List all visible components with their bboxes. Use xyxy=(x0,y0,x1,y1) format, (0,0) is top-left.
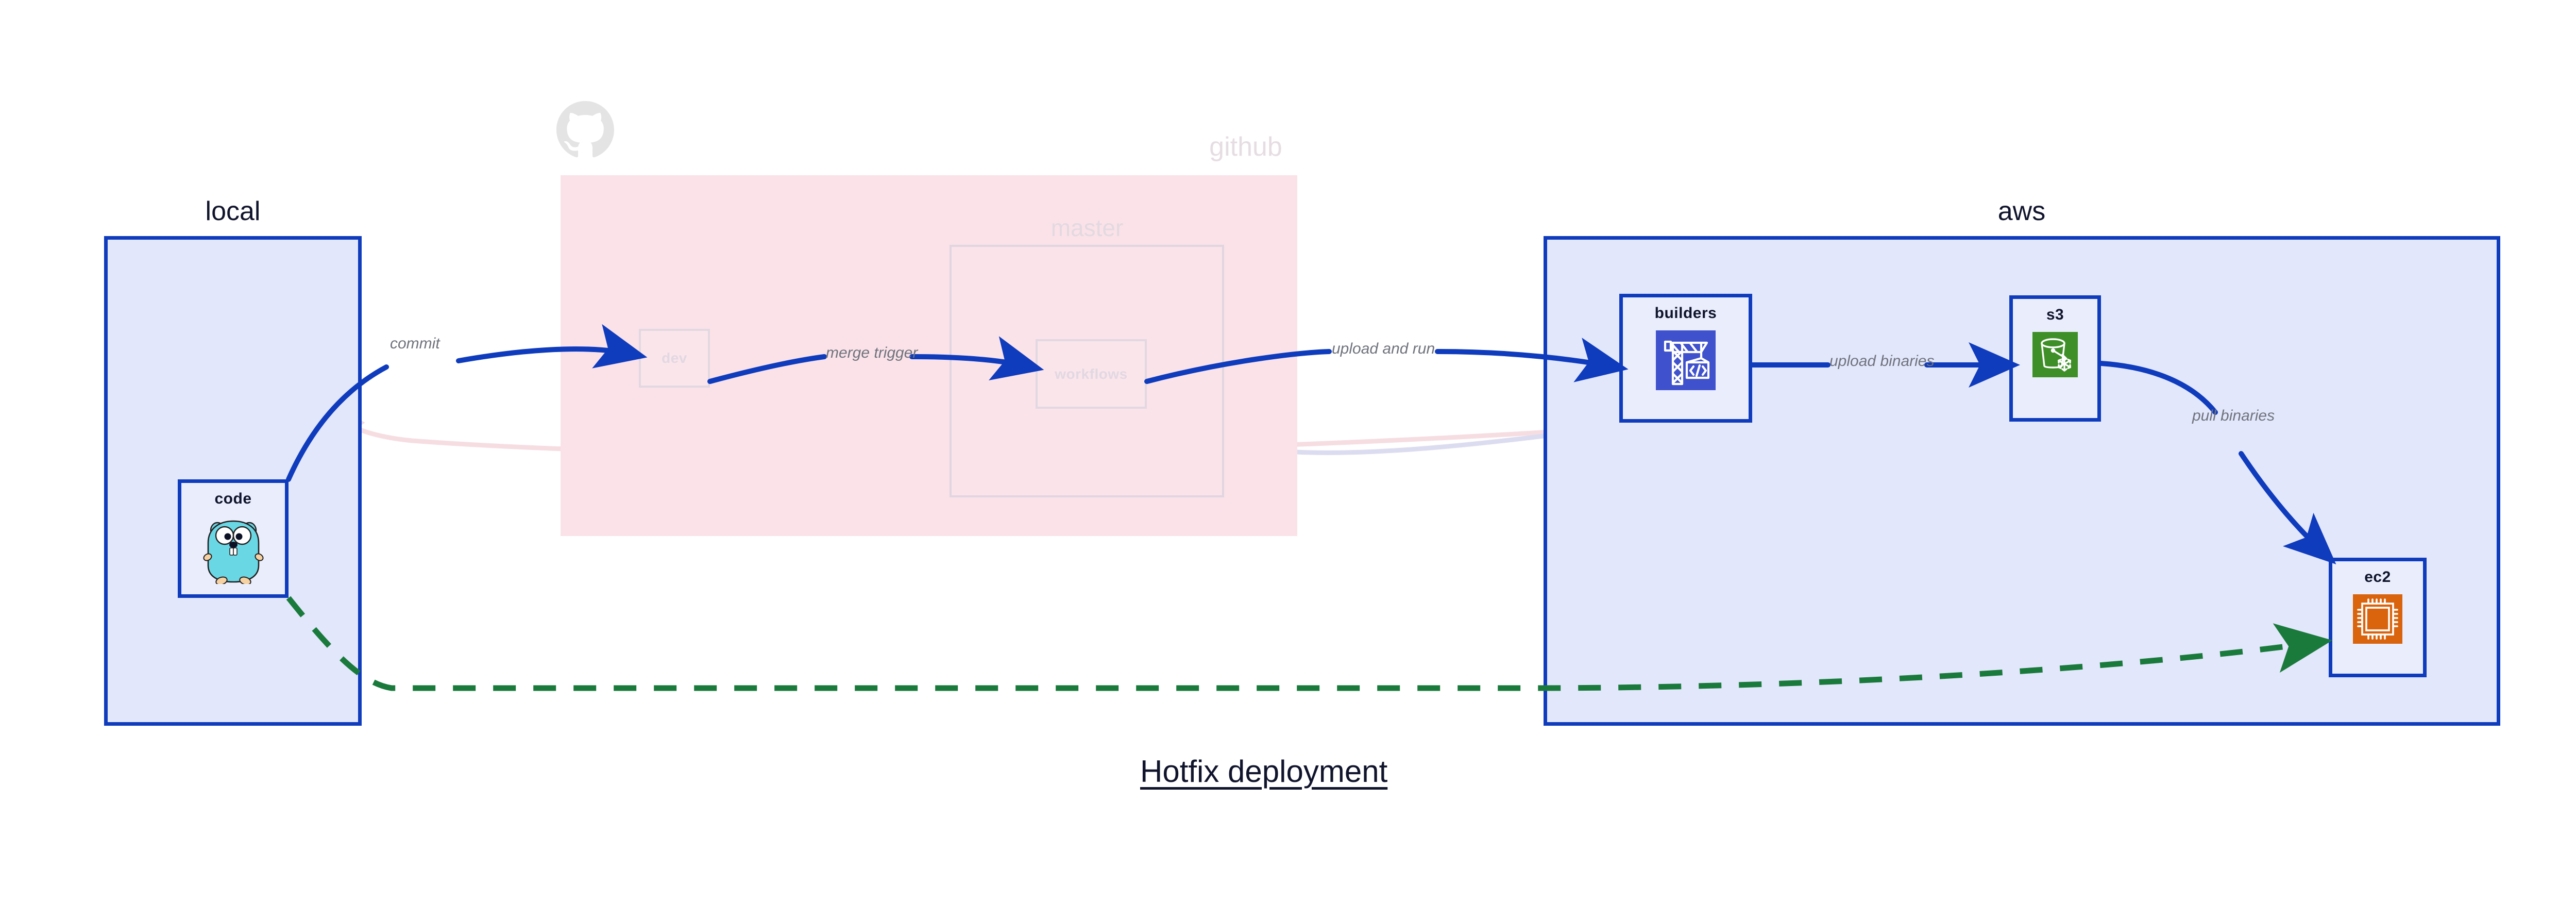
edge-label-upload-and-run: upload and run xyxy=(1332,340,1435,357)
edge-commit-path-b xyxy=(456,324,648,369)
edge-pull-binaries-path-a xyxy=(2098,361,2218,415)
container-label-github: github xyxy=(1209,132,1282,162)
edge-label-upload-binaries: upload binaries xyxy=(1829,353,1935,370)
edge-merge-path-b xyxy=(909,336,1044,381)
edge-upload-run-path-a xyxy=(1144,349,1332,384)
diagram-title: Hotfix deployment xyxy=(1140,754,1388,789)
node-label-ec2: ec2 xyxy=(2364,569,2391,586)
node-label-code: code xyxy=(214,490,252,507)
cpu-chip-icon xyxy=(2353,594,2402,646)
node-code[interactable]: code xyxy=(178,479,289,598)
edge-label-merge-trigger: merge trigger xyxy=(826,344,918,361)
edge-commit-path-a xyxy=(286,364,389,482)
node-label-workflows: workflows xyxy=(1055,365,1128,382)
node-s3[interactable]: s3 xyxy=(2009,295,2101,422)
container-label-local: local xyxy=(205,196,261,226)
edge-hotfix-direct-path xyxy=(286,596,2333,691)
node-workflows[interactable]: workflows xyxy=(1036,339,1147,409)
node-ec2[interactable]: ec2 xyxy=(2329,558,2427,677)
node-label-s3: s3 xyxy=(2046,306,2064,323)
github-octocat-icon xyxy=(556,101,614,161)
edge-label-pull-binaries: pull binaries xyxy=(2192,407,2275,424)
node-label-builders: builders xyxy=(1654,305,1717,322)
crane-code-icon xyxy=(1656,330,1716,393)
s3-bucket-icon xyxy=(2032,332,2078,380)
edge-upload-run-path-b xyxy=(1435,338,1629,382)
edge-merge-path-a xyxy=(707,354,827,384)
edge-pull-binaries-path-b xyxy=(2239,451,2336,564)
container-label-aws: aws xyxy=(1997,196,2046,226)
go-gopher-icon xyxy=(202,516,264,587)
container-label-master: master xyxy=(1050,214,1124,241)
node-label-dev: dev xyxy=(662,350,687,366)
edge-label-commit: commit xyxy=(390,335,440,352)
